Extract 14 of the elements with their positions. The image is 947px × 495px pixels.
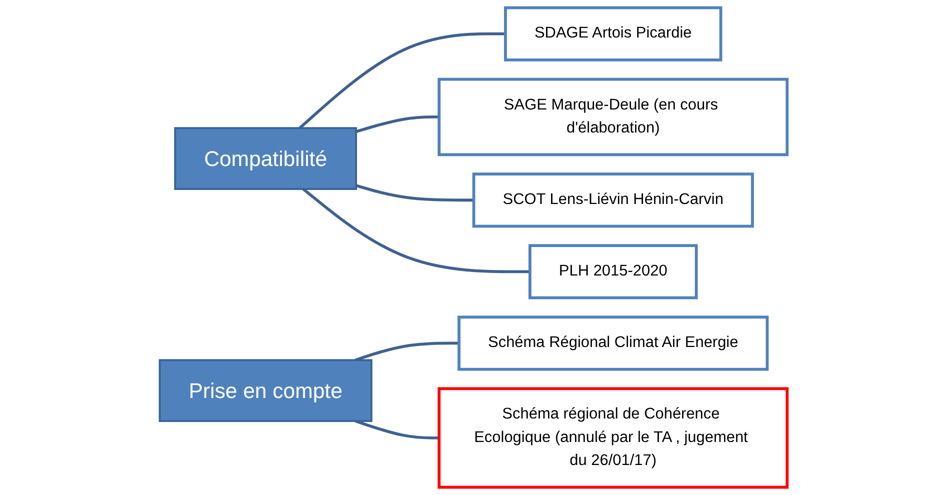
node-box: PLH 2015-2020 <box>528 244 698 300</box>
connector <box>354 342 460 362</box>
connector <box>356 116 440 134</box>
node-box: SAGE Marque-Deule (en cours d'élaboration) <box>438 78 789 156</box>
node-box: SCOT Lens-Liévin Hénin-Carvin <box>472 172 754 228</box>
node-box: Prise en compte <box>158 359 372 422</box>
connector <box>354 420 440 440</box>
connector <box>302 188 530 274</box>
node-box: SDAGE Artois Picardie <box>504 6 722 62</box>
node-box: Schéma régional de Cohérence Ecologique (annulé par le TA , jugement du 26/01/17) <box>438 387 789 489</box>
connector <box>356 184 474 202</box>
node-box: Schéma Régional Climat Air Energie <box>458 316 769 371</box>
node-box: Compatibilité <box>174 127 358 190</box>
connector <box>298 32 506 130</box>
